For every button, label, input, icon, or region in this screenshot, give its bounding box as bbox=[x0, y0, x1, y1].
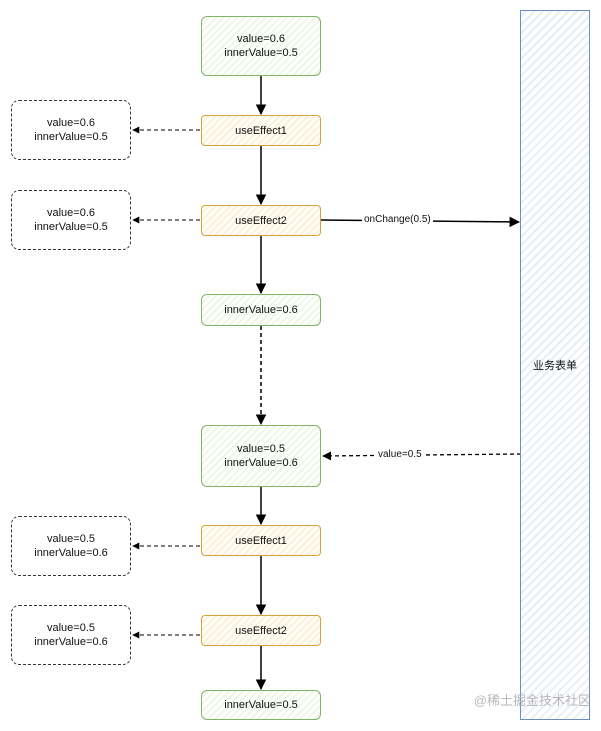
inner-value-box-a: innerValue=0.6 bbox=[201, 294, 321, 326]
snapshot-box-3: value=0.5 innerValue=0.6 bbox=[11, 516, 131, 576]
snapshot-value-text: value=0.5 bbox=[46, 533, 95, 545]
effect2-label: useEffect2 bbox=[235, 214, 287, 227]
inner-value-label: innerValue=0.5 bbox=[224, 699, 298, 711]
effect1-box-b: useEffect1 bbox=[201, 525, 321, 556]
snapshot-value-text: value=0.5 bbox=[46, 622, 95, 634]
effect2-label: useEffect2 bbox=[235, 624, 287, 637]
watermark: @稀土掘金技术社区 bbox=[473, 693, 591, 708]
effect2-box-a: useEffect2 bbox=[201, 205, 321, 236]
snapshot-inner-value-text: innerValue=0.5 bbox=[34, 221, 108, 233]
snapshot-value-text: value=0.6 bbox=[46, 117, 95, 129]
snapshot-box-1: value=0.6 innerValue=0.5 bbox=[11, 100, 131, 160]
onchange-edge-label: onChange(0.5) bbox=[362, 214, 433, 226]
inner-value-label: innerValue=0.6 bbox=[224, 304, 298, 316]
value-edge-label: value=0.5 bbox=[376, 449, 424, 461]
snapshot-box-4: value=0.5 innerValue=0.6 bbox=[11, 605, 131, 665]
state-inner-value-text: innerValue=0.6 bbox=[224, 457, 298, 469]
state-value-text: value=0.5 bbox=[236, 443, 285, 455]
effect1-box-a: useEffect1 bbox=[201, 115, 321, 146]
inner-value-box-b: innerValue=0.5 bbox=[201, 690, 321, 720]
state-box-top: value=0.6 innerValue=0.5 bbox=[201, 16, 321, 76]
snapshot-inner-value-text: innerValue=0.5 bbox=[34, 131, 108, 143]
state-value-text: value=0.6 bbox=[236, 33, 285, 45]
snapshot-inner-value-text: innerValue=0.6 bbox=[34, 547, 108, 559]
business-form-panel: 业务表单 bbox=[520, 10, 590, 720]
state-inner-value-text: innerValue=0.5 bbox=[224, 47, 298, 59]
snapshot-box-2: value=0.6 innerValue=0.5 bbox=[11, 190, 131, 250]
snapshot-inner-value-text: innerValue=0.6 bbox=[34, 636, 108, 648]
effect1-label: useEffect1 bbox=[235, 534, 287, 547]
effect1-label: useEffect1 bbox=[235, 124, 287, 137]
snapshot-value-text: value=0.6 bbox=[46, 207, 95, 219]
state-box-mid: value=0.5 innerValue=0.6 bbox=[201, 425, 321, 487]
business-form-label: 业务表单 bbox=[533, 360, 577, 372]
effect2-box-b: useEffect2 bbox=[201, 615, 321, 646]
